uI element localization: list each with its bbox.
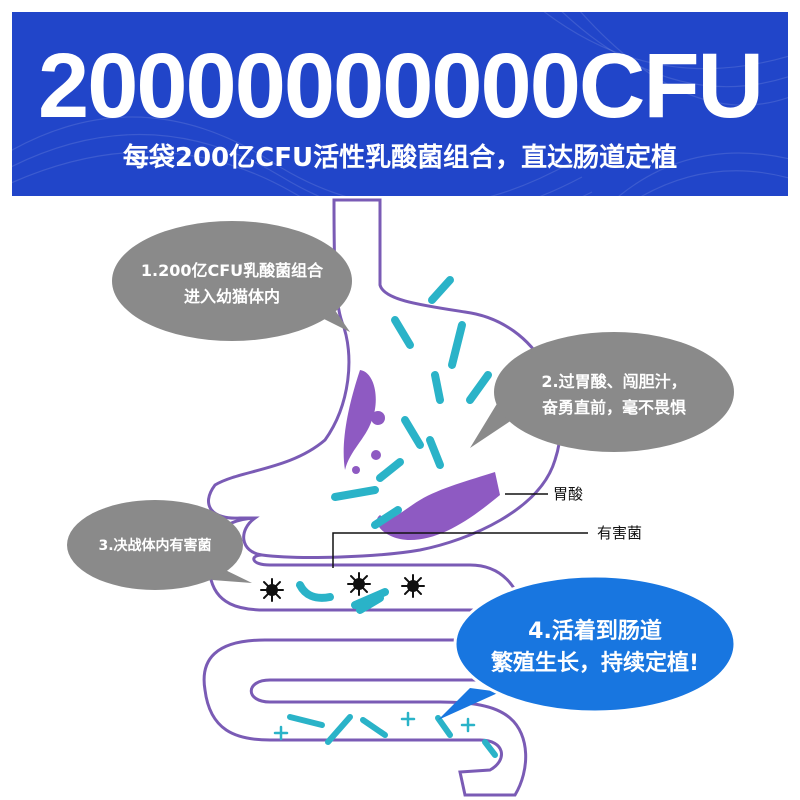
bacteria-stomach <box>331 276 492 529</box>
bacteria-intestine <box>287 714 498 758</box>
speech-bubble-4: 4.活着到肠道 繁殖生长，持续定植! <box>438 574 737 720</box>
stomach-acid <box>343 370 500 540</box>
bacteria-duodenum <box>296 581 389 614</box>
stomach-acid-label: 胃酸 <box>553 485 583 503</box>
virus-icon <box>401 574 425 598</box>
header-banner: 20000000000CFU 每袋200亿CFU活性乳酸菌组合，直达肠道定植 <box>12 12 788 196</box>
bubble-1-line-2: 进入幼猫体内 <box>184 287 280 306</box>
harmful-bacteria-label: 有害菌 <box>597 524 642 542</box>
speech-bubble-1: 1.200亿CFU乳酸菌组合 进入幼猫体内 <box>112 221 352 341</box>
bubble-2-line-1: 2.过胃酸、闯胆汁， <box>541 372 686 391</box>
virus-icon <box>260 578 284 602</box>
cfu-headline: 20000000000CFU <box>38 35 764 137</box>
plus-icon <box>273 711 476 741</box>
bubble-4-line-2: 繁殖生长，持续定植! <box>491 650 699 676</box>
bubble-4-line-1: 4.活着到肠道 <box>528 618 662 644</box>
banner-pattern <box>12 12 788 196</box>
bacteria-leader-line <box>332 532 588 568</box>
bubble-3-line-1: 3.决战体内有害菌 <box>98 537 211 554</box>
bubble-2-line-2: 奋勇直前，毫不畏惧 <box>541 398 686 417</box>
bubble-1-line-1: 1.200亿CFU乳酸菌组合 <box>141 261 324 280</box>
speech-bubble-3: 3.决战体内有害菌 <box>67 500 252 590</box>
virus-icon <box>347 572 371 596</box>
speech-bubble-2: 2.过胃酸、闯胆汁， 奋勇直前，毫不畏惧 <box>470 332 734 452</box>
cfu-subline: 每袋200亿CFU活性乳酸菌组合，直达肠道定植 <box>122 143 678 173</box>
